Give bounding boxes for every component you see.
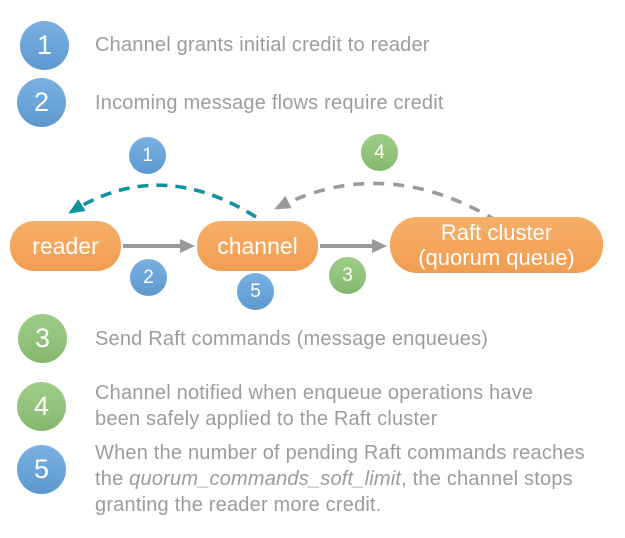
arc-badge-1: 1 [129,137,166,174]
step-5-circle: 5 [17,445,66,494]
step-4-circle: 4 [17,382,66,431]
step-4-text-line1: Channel notified when enqueue operations… [95,382,534,404]
flow-badge-2-number: 2 [143,266,154,288]
step-5-line2-post: , the channel stops [401,468,573,490]
applied-notify-arc [274,181,498,223]
step-2-circle: 2 [17,78,66,127]
step-3-circle: 3 [18,314,67,363]
step-5-line2-pre: the [95,468,130,490]
step-4-text: Channel notified when enqueue operations… [95,380,533,432]
step-5-text: When the number of pending Raft commands… [95,440,585,518]
credit-grant-arc [68,183,257,219]
arc-badge-1-number: 1 [142,144,153,166]
reader-node-label: reader [32,232,99,259]
step-5-line2-italic: quorum_commands_soft_limit [129,468,402,490]
flow-badge-3-number: 3 [342,264,353,286]
step-5-text-line3: granting the reader more credit. [95,494,382,516]
step-3-number: 3 [34,323,51,353]
step-1-text: Channel grants initial credit to reader [95,34,430,56]
raft-cluster-label-line1: Raft cluster [440,219,553,245]
flow-badge-3: 3 [329,257,366,294]
step-1-number: 1 [36,30,53,60]
step-4-text-line2: been safely applied to the Raft cluster [95,408,438,430]
flow-badge-2: 2 [130,259,167,296]
arc-badge-4-number: 4 [374,141,385,163]
flow-badge-5-number: 5 [250,280,261,302]
raft-cluster-label-line2: (quorum queue) [418,245,575,270]
step-2-text: Incoming message flows require credit [95,92,444,114]
step-3-text: Send Raft commands (message enqueues) [95,328,489,350]
channel-node-label: channel [217,232,298,259]
channel-node: channel [197,221,318,271]
arc-badge-4: 4 [361,134,398,171]
flow-badge-5: 5 [237,273,274,310]
step-5-text-line1: When the number of pending Raft commands… [95,442,585,464]
step-5-text-line2: the quorum_commands_soft_limit, the chan… [95,466,585,492]
raft-cluster-node: Raft cluster (quorum queue) [390,217,603,273]
step-2-number: 2 [33,87,50,117]
reader-node: reader [10,221,121,271]
step-5-number: 5 [33,454,50,484]
step-1-circle: 1 [20,21,69,70]
step-4-number: 4 [33,391,50,421]
